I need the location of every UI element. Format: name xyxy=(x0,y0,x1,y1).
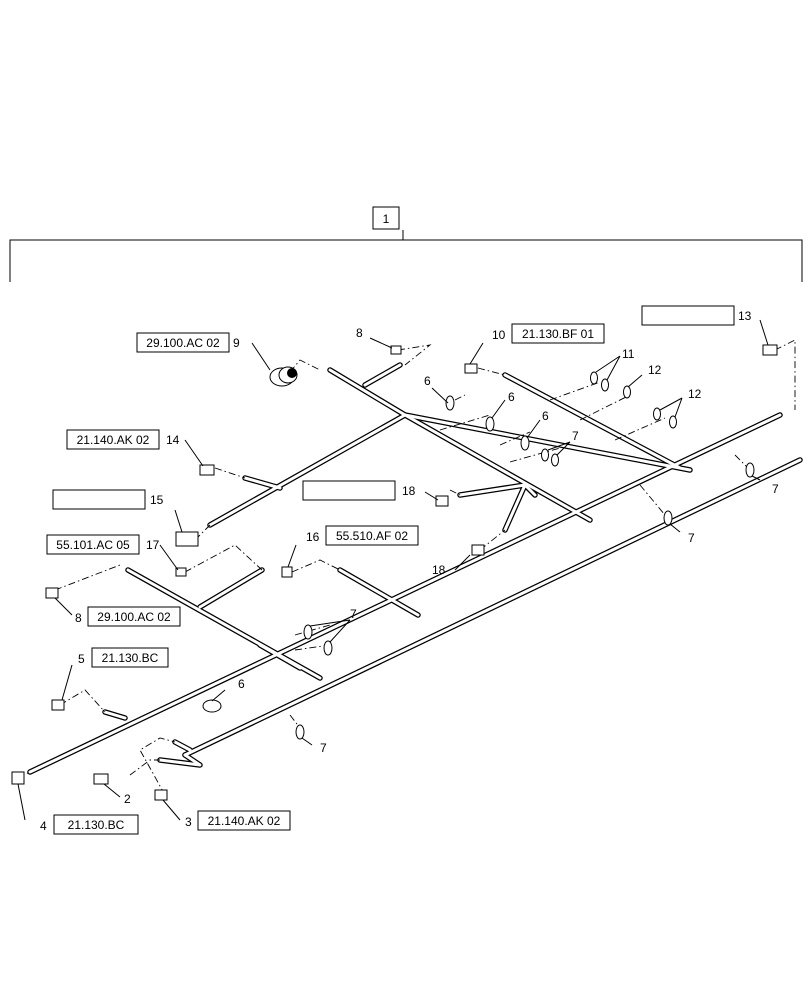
item-number-14: 18 xyxy=(402,484,416,498)
connector-part-9 xyxy=(175,567,187,577)
item-number-6-a: 6 xyxy=(424,374,431,388)
connector-part-8 xyxy=(45,587,59,599)
item-number-18-a: 11 xyxy=(622,347,635,361)
ref-label-17: 21.130.BF 01 xyxy=(522,327,594,341)
item-number-6-c: 6 xyxy=(542,409,549,423)
leader-lines xyxy=(17,319,769,821)
clip-6-d xyxy=(202,699,222,713)
ref-label-12: 21.140.AK 02 xyxy=(77,433,150,447)
connector-part-4 xyxy=(11,771,25,785)
clip-7-b xyxy=(551,453,559,467)
item-number-15: 8 xyxy=(356,326,363,340)
ref-label-4: 21.130.BC xyxy=(68,818,125,832)
clip-6-c xyxy=(520,435,530,451)
item-number-16: 9 xyxy=(233,336,240,350)
harness-wires xyxy=(27,362,803,775)
clip-7-e xyxy=(303,624,313,640)
connector-part-2 xyxy=(93,773,109,785)
item-number-6-b: 6 xyxy=(508,390,515,404)
clip-7-c xyxy=(745,462,755,478)
connector-part-13 xyxy=(471,544,485,556)
parts xyxy=(11,344,778,801)
grommet-part-16 xyxy=(269,366,298,387)
connector-part-14 xyxy=(435,495,449,507)
item-number-6-d: 6 xyxy=(238,677,245,691)
item-number-7-e: 7 xyxy=(320,741,327,755)
callout-labels: 29.100.AC 02 9 8 10 21.130.BF 01 13 11 1… xyxy=(40,305,779,835)
item-number-18-c: 12 xyxy=(688,387,702,401)
item-number-3: 3 xyxy=(185,815,192,829)
assembly-item-number: 1 xyxy=(383,212,390,226)
item-number-2: 2 xyxy=(124,792,131,806)
clip-18-a xyxy=(590,371,598,385)
connector-part-19 xyxy=(762,344,778,356)
item-number-17: 10 xyxy=(492,328,506,342)
ref-label-10: 55.510.AF 02 xyxy=(336,529,408,543)
ref-label-16: 29.100.AC 02 xyxy=(146,336,220,350)
clip-6-b xyxy=(485,416,495,432)
item-number-10: 16 xyxy=(306,530,320,544)
item-number-12: 14 xyxy=(166,433,180,447)
item-number-4: 4 xyxy=(40,819,47,833)
clip-7-d xyxy=(663,510,673,526)
clip-6-a xyxy=(445,395,455,411)
item-number-13: 18 xyxy=(432,563,446,577)
ref-label-9: 55.101.AC 05 xyxy=(56,538,130,552)
clip-18-c xyxy=(623,385,631,399)
assembly-bracket: 1 xyxy=(9,206,803,282)
item-number-18-b: 12 xyxy=(648,363,662,377)
item-number-7-d: 7 xyxy=(350,607,357,621)
item-number-11: 15 xyxy=(150,493,164,507)
item-number-19: 13 xyxy=(738,309,752,323)
connector-part-3 xyxy=(154,789,168,801)
ref-label-5: 21.130.BC xyxy=(102,651,159,665)
connector-part-12 xyxy=(199,464,215,476)
clip-18-d xyxy=(653,407,661,421)
ref-label-3: 21.140.AK 02 xyxy=(208,814,281,828)
item-number-8: 8 xyxy=(75,611,82,625)
clip-18-e xyxy=(669,415,677,429)
clip-7-f xyxy=(323,640,333,656)
clip-7-a xyxy=(541,448,549,462)
clip-7-g xyxy=(295,724,305,740)
item-number-9: 17 xyxy=(146,538,160,552)
connector-part-11 xyxy=(175,531,199,547)
connector-part-5 xyxy=(51,699,65,711)
connector-part-15 xyxy=(390,345,402,355)
ref-label-8: 29.100.AC 02 xyxy=(97,610,171,624)
clip-18-b xyxy=(601,378,609,392)
item-number-5: 5 xyxy=(78,652,85,666)
connector-part-10 xyxy=(281,566,293,578)
connector-part-17 xyxy=(464,363,478,374)
item-number-7-b: 7 xyxy=(772,482,779,496)
item-number-7-c: 7 xyxy=(688,531,695,545)
item-number-7-a: 7 xyxy=(572,429,579,443)
